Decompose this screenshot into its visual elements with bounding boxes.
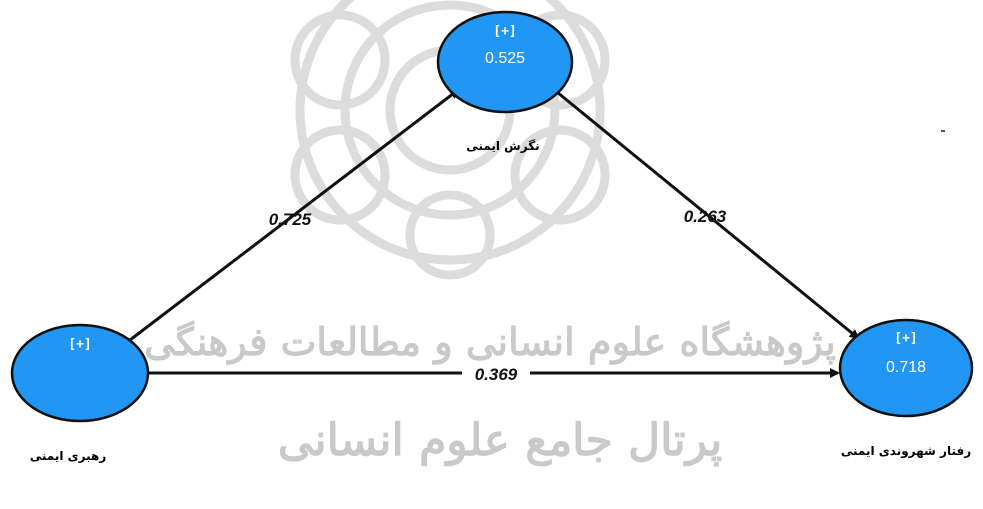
watermark-line-1: پژوهشگاه علوم انسانی و مطالعات فرهنگی xyxy=(144,319,836,366)
node-safety-citizenship-behavior[interactable]: [+] 0.718 رفتار شهروندی ایمنی xyxy=(838,318,974,459)
expand-icon[interactable]: [+] xyxy=(894,331,917,346)
node-label-attitude: نگرش ایمنی xyxy=(466,139,539,153)
node-safety-leadership[interactable]: [+] رهبری ایمنی xyxy=(10,323,150,463)
path-coef-backdrop xyxy=(462,363,530,383)
expand-icon[interactable]: [+] xyxy=(493,24,516,39)
watermark-line-2: پرتال جامع علوم انسانی xyxy=(278,415,723,467)
edge-attitude-to-behavior[interactable] xyxy=(551,86,860,340)
stray-mark xyxy=(941,130,945,132)
node-label-behavior: رفتار شهروندی ایمنی xyxy=(841,444,971,459)
node-r2-behavior: 0.718 xyxy=(886,359,926,376)
path-coef-attitude-behavior: 0.263 xyxy=(684,207,727,226)
node-r2-attitude: 0.525 xyxy=(485,50,525,67)
edge-leadership-to-attitude[interactable] xyxy=(129,88,460,342)
path-coef-leadership-behavior: 0.369 xyxy=(475,365,518,384)
path-coefficients: 0.725 0.263 0.369 xyxy=(269,207,727,384)
node-safety-attitude[interactable]: [+] 0.525 نگرش ایمنی xyxy=(436,10,574,153)
path-coef-leadership-attitude: 0.725 xyxy=(269,210,312,229)
expand-icon[interactable]: [+] xyxy=(68,337,91,352)
node-label-leadership: رهبری ایمنی xyxy=(30,449,107,463)
